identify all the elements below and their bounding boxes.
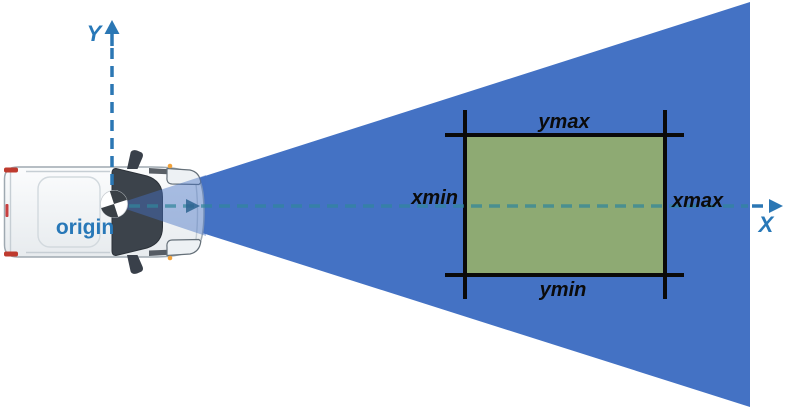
car-sunroof-outline: [37, 176, 101, 248]
origin-marker-wedge-top: [109, 190, 127, 204]
y-axis: Y: [87, 20, 120, 191]
roi-label-ymin: ymin: [539, 279, 587, 301]
car-taillight-top: [4, 167, 18, 173]
roi-label-xmax: xmax: [671, 190, 724, 212]
fov-overlay-on-vehicle: [114, 175, 206, 236]
car-brake-light: [5, 204, 9, 217]
car-indicator-top: [167, 163, 173, 169]
roi-label-ymax: ymax: [537, 111, 590, 133]
car-headlight-bottom: [166, 238, 202, 257]
car-mirror-top: [127, 150, 143, 169]
sensor-fov-cone: [114, 2, 750, 407]
y-axis-label: Y: [87, 21, 104, 46]
car-headlight-top: [166, 167, 202, 186]
car-taillight-bottom: [4, 251, 18, 257]
arrow-up-icon: [104, 20, 120, 34]
fov-direction-marker: [186, 199, 200, 213]
roi-label-xmin: xmin: [410, 187, 458, 209]
car-mirror-bottom: [127, 255, 143, 274]
car-windshield: [111, 167, 163, 257]
car-indicator-bottom: [167, 255, 173, 261]
x-axis: X: [129, 199, 783, 237]
center-of-mass-icon: [100, 190, 128, 218]
origin-marker-wedge-bottom: [101, 204, 119, 218]
arrow-right-icon: [769, 199, 783, 213]
origin-label: origin: [56, 216, 114, 239]
x-axis-label: X: [757, 212, 775, 237]
